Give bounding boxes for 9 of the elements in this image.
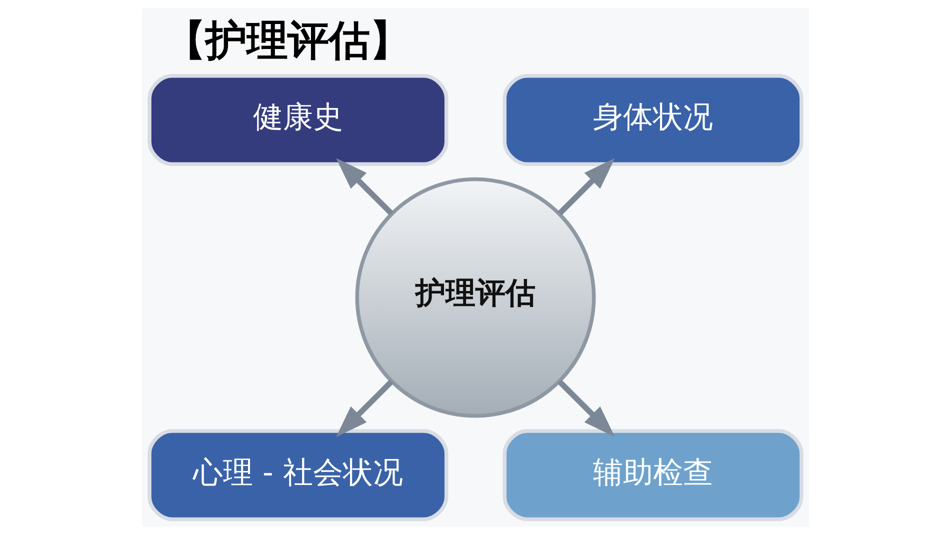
node-box: 辅助检查 <box>502 429 803 522</box>
arrow <box>557 158 614 216</box>
arrow <box>336 380 393 437</box>
arrow <box>557 380 614 437</box>
node-box: 心理 - 社会状况 <box>147 429 448 522</box>
arrow <box>336 158 393 216</box>
node-box: 健康史 <box>147 74 448 166</box>
node-box: 身体状况 <box>502 74 803 166</box>
diagram-title: 【护理评估】 <box>164 16 410 64</box>
